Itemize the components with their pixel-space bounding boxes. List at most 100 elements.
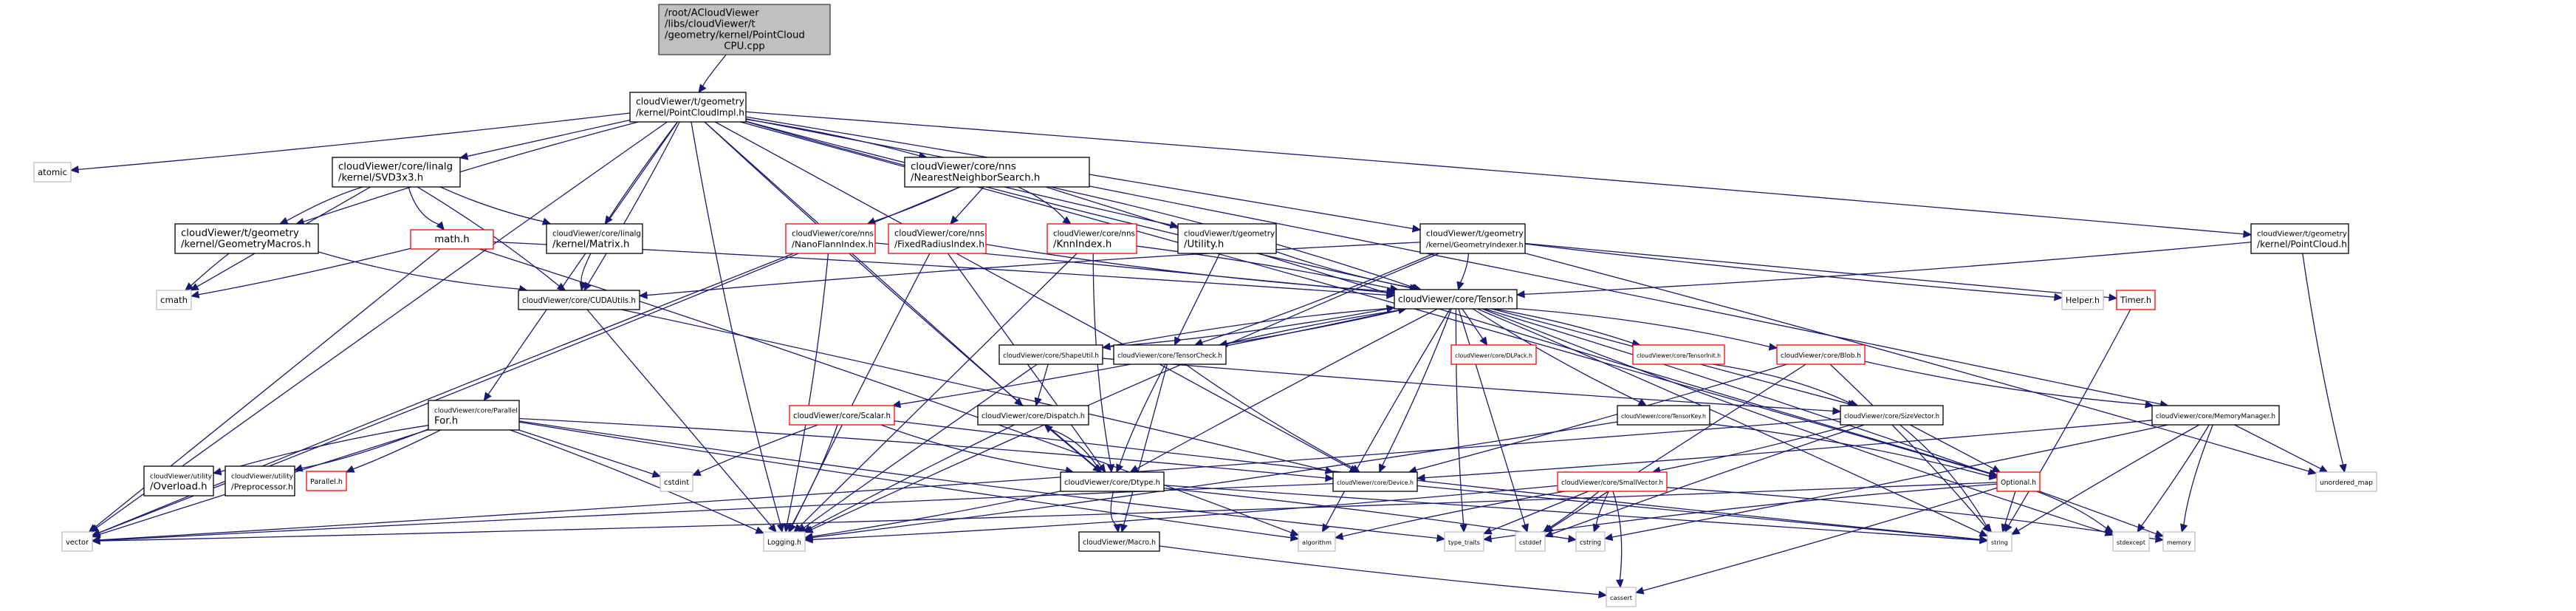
node-nanoflann[interactable]: cloudViewer/core/nns/NanoFlannIndex.h — [785, 223, 876, 254]
edge-line — [809, 424, 1015, 530]
node-sizevector[interactable]: cloudViewer/core/SizeVector.h — [1840, 405, 1944, 426]
node-pointcloud[interactable]: cloudViewer/t/geometry/kernel/PointCloud… — [2250, 223, 2349, 254]
node-box — [2151, 405, 2280, 426]
node-utility[interactable]: cloudViewer/t/geometry/Utility.h — [1177, 223, 1277, 254]
node-matrix[interactable]: cloudViewer/core/linalg/kernel/Matrix.h — [546, 223, 643, 254]
arrowhead-icon — [1174, 336, 1182, 347]
arrowhead-icon — [1351, 464, 1361, 473]
node-label: atomic — [38, 167, 67, 177]
arrowhead-icon — [190, 290, 200, 298]
arrowhead-icon — [1129, 465, 1140, 473]
arrowhead-icon — [2154, 530, 2165, 538]
edge-line — [1642, 487, 1998, 592]
node-dtype[interactable]: cloudViewer/core/Dtype.h — [1060, 471, 1165, 492]
arrowhead-icon — [1597, 590, 1608, 598]
node-cstddef: cstddef — [1515, 531, 1546, 552]
node-device[interactable]: cloudViewer/core/Device.h — [1332, 471, 1418, 492]
node-cudautils[interactable]: cloudViewer/core/CUDAUtils.h — [518, 290, 640, 310]
node-box — [546, 223, 643, 254]
node-label: memory — [2167, 539, 2191, 546]
node-label: cloudViewer/core/nns — [911, 162, 1016, 173]
arrowhead-icon — [1289, 528, 1300, 536]
arrowhead-icon — [2307, 467, 2318, 475]
edge-tensorcheck-to-device — [1185, 363, 1361, 473]
arrowhead-icon — [1416, 474, 1425, 482]
edge-matrix-to-cudautils — [579, 253, 592, 292]
arrowhead-icon — [1479, 336, 1488, 347]
edge-line — [510, 429, 758, 531]
edge-line — [1494, 308, 1634, 344]
arrowhead-icon — [556, 282, 566, 291]
node-label: /kernel/GeometryMacros.h — [181, 239, 311, 250]
edge-line — [1159, 545, 1600, 595]
node-scalar[interactable]: cloudViewer/core/Scalar.h — [789, 405, 895, 426]
node-nns[interactable]: cloudViewer/core/nns/NearestNeighborSear… — [904, 157, 1090, 188]
arrowhead-icon — [1482, 534, 1493, 543]
node-preprocessor[interactable]: cloudViewer/utility/Preprocessor.h — [225, 465, 295, 496]
node-geommacros[interactable]: cloudViewer/t/geometry/kernel/GeometryMa… — [174, 223, 319, 254]
node-box — [1996, 471, 2041, 492]
edge-smallvector-to-logging — [804, 485, 1558, 544]
edge-line — [786, 253, 829, 526]
edge-svd-to-math — [408, 186, 445, 231]
edge-memmgr-to-stdexcept — [2137, 424, 2210, 533]
edge-line — [1219, 310, 1400, 346]
edge-tensorcheck-to-macro — [1120, 363, 1168, 533]
node-tensorkey[interactable]: cloudViewer/core/TensorKey.h — [1617, 405, 1710, 426]
edge-dtype-to-dispatch — [1044, 424, 1102, 473]
node-tensor[interactable]: cloudViewer/core/Tensor.h — [1394, 289, 1518, 310]
node-timer[interactable]: Timer.h — [2116, 290, 2156, 310]
edge-line — [1163, 488, 1570, 540]
edges-layer — [69, 54, 2347, 598]
node-macro[interactable]: cloudViewer/Macro.h — [1078, 531, 1160, 552]
node-memmgr[interactable]: cloudViewer/core/MemoryManager.h — [2151, 405, 2280, 426]
arrowhead-icon — [1515, 290, 1525, 298]
node-indexer[interactable]: cloudViewer/t/geometry/kernel/GeometryIn… — [1419, 223, 1526, 254]
node-label: /kernel/GeometryIndexer.h — [1426, 242, 1524, 250]
node-label: cloudViewer/core/Dispatch.h — [982, 412, 1085, 420]
node-label: /KnnIndex.h — [1053, 239, 1111, 250]
node-label: cmath — [160, 295, 188, 305]
arrowhead-icon — [1456, 281, 1465, 291]
node-box — [629, 92, 747, 123]
edge-indexer-to-timer — [1524, 242, 2118, 301]
node-box — [1606, 587, 1637, 607]
node-pcimpl[interactable]: cloudViewer/t/geometry/kernel/PointCloud… — [629, 92, 747, 123]
node-dlpack[interactable]: cloudViewer/core/DLPack.h — [1450, 344, 1537, 365]
edge-line — [1900, 424, 1988, 528]
node-math[interactable]: math.h — [410, 229, 494, 250]
arrowhead-icon — [793, 523, 803, 533]
node-svd[interactable]: cloudViewer/core/linalg/kernel/SVD3x3.h — [332, 157, 461, 188]
edge-tensorkey-to-optional — [1709, 423, 1998, 480]
edge-optional-to-stdexcept — [2036, 491, 2114, 533]
node-tensorinit[interactable]: cloudViewer/core/TensorInit.h — [1632, 344, 1725, 365]
node-tensorcheck[interactable]: cloudViewer/core/TensorCheck.h — [1113, 344, 1227, 365]
node-parallel[interactable]: Parallel.h — [306, 471, 347, 491]
edge-line — [301, 429, 429, 469]
arrowhead-icon — [1044, 424, 1053, 433]
edge-line — [1595, 491, 1609, 526]
node-overload[interactable]: cloudViewer/utility/Overload.h — [143, 465, 214, 496]
edge-shapeutil-to-sizevector — [1102, 358, 1842, 415]
edge-optional-to-typetraits — [1482, 483, 1998, 543]
node-label: cloudViewer/core/MemoryManager.h — [2156, 413, 2275, 420]
node-dispatch[interactable]: cloudViewer/core/Dispatch.h — [977, 405, 1089, 426]
arrowhead-icon — [755, 526, 765, 534]
node-shapeutil[interactable]: cloudViewer/core/ShapeUtil.h — [998, 344, 1103, 365]
arrowhead-icon — [1325, 474, 1335, 482]
arrowhead-icon — [1603, 533, 1614, 542]
node-fixedradius[interactable]: cloudViewer/core/nns/FixedRadiusIndex.h — [888, 223, 987, 254]
node-box — [1419, 223, 1526, 254]
edge-line — [1909, 424, 1995, 470]
node-smallvector[interactable]: cloudViewer/core/SmallVector.h — [1557, 471, 1668, 492]
node-optional[interactable]: Optional.h — [1996, 471, 2041, 492]
edge-line — [408, 186, 440, 225]
node-label: cloudViewer/t/geometry — [636, 97, 744, 107]
node-label: cloudViewer/core/linalg — [338, 162, 453, 173]
edge-memmgr-to-memory — [2180, 424, 2213, 533]
edge-optional-to-string — [2001, 491, 2016, 533]
node-knn[interactable]: cloudViewer/core/nns/KnnIndex.h — [1046, 223, 1137, 254]
node-blob[interactable]: cloudViewer/core/Blob.h — [1776, 344, 1866, 365]
edge-line — [1490, 483, 1998, 539]
